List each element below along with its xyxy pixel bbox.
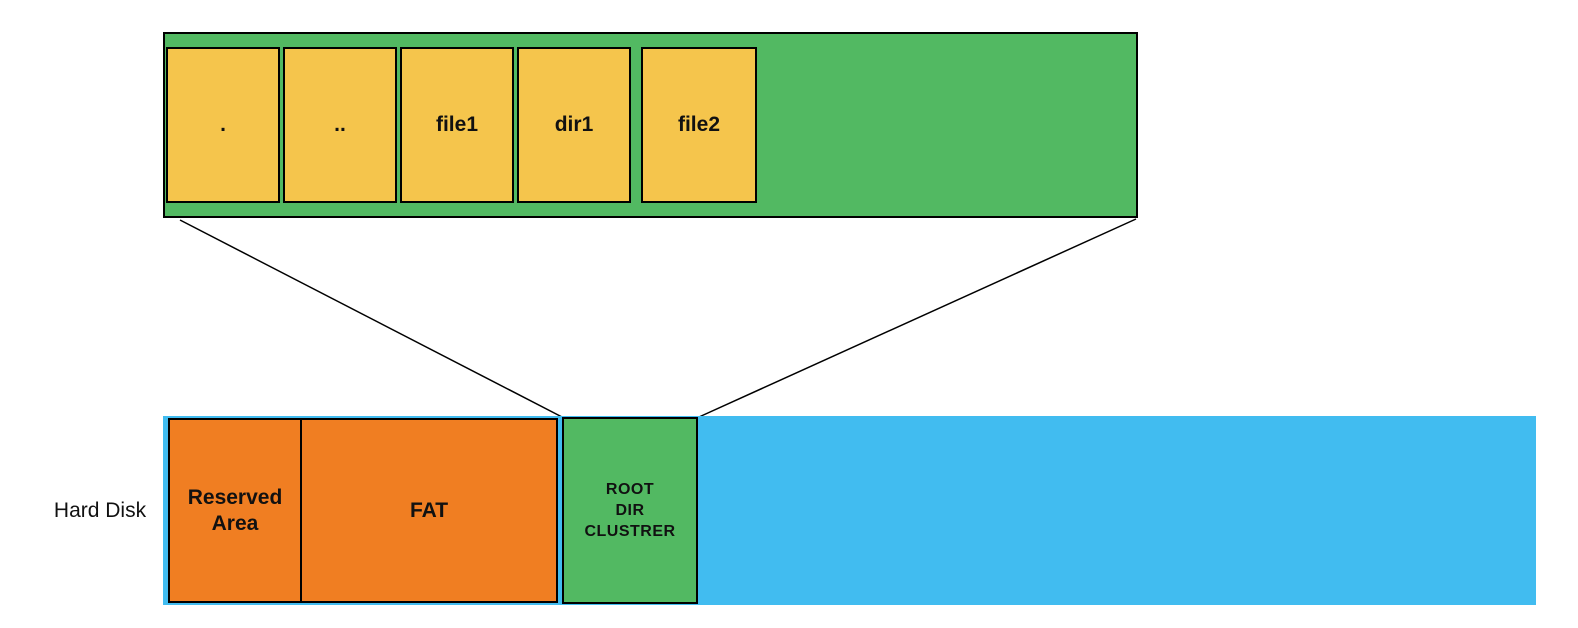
system-area-group: Reserved Area FAT: [168, 418, 558, 603]
dir-entry-label: dir1: [554, 113, 594, 137]
segment-label: FAT: [409, 498, 449, 522]
dir-entry-dir1: dir1: [517, 47, 631, 203]
dir-entry-file1: file1: [400, 47, 514, 203]
dir-entry-label: file1: [435, 113, 479, 137]
segment-label-line: CLUSTRER: [584, 523, 676, 540]
segment-root-dir-cluster: ROOT DIR CLUSTRER: [562, 417, 698, 604]
segment-label-line: Area: [211, 511, 259, 535]
dir-entry-label: file2: [677, 113, 721, 137]
dir-entry-file2: file2: [641, 47, 757, 203]
dir-entry-dot: .: [166, 47, 280, 203]
segment-data-area: [698, 416, 1536, 605]
dir-entry-dotdot: ..: [283, 47, 397, 203]
segment-fat: FAT: [302, 420, 556, 601]
hard-disk-label: Hard Disk: [53, 498, 147, 522]
segment-label-line: ROOT: [605, 481, 655, 498]
zoom-connector-right: [698, 218, 1137, 418]
root-dir-cluster-expanded-bar: . .. file1 dir1 file2: [163, 32, 1138, 218]
segment-reserved-area: Reserved Area: [170, 420, 302, 601]
segment-label-line: Reserved: [187, 485, 283, 509]
dir-entry-label: ..: [334, 113, 346, 137]
segment-label-line: DIR: [615, 502, 645, 519]
dir-entry-label: .: [220, 113, 226, 137]
zoom-connector-left: [179, 219, 563, 418]
hard-disk-strip: Reserved Area FAT ROOT DIR CLUSTRER: [163, 416, 1536, 605]
